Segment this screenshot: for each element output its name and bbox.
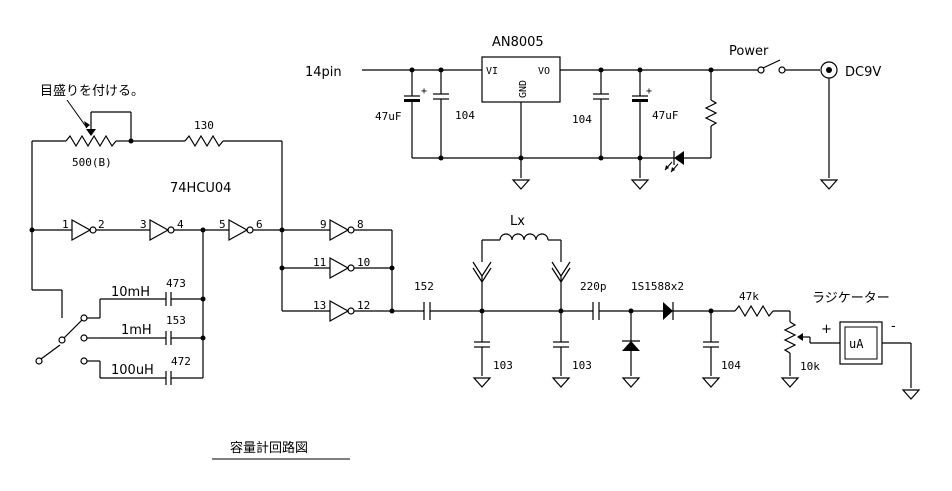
detector-section: 152 Lx 103	[414, 214, 921, 400]
svg-text:3: 3	[140, 218, 147, 231]
cap-152: 152	[414, 280, 434, 320]
svg-text:13: 13	[313, 299, 326, 312]
svg-text:1mH: 1mH	[121, 323, 152, 338]
dc-jack-label: DC9V	[845, 65, 881, 80]
meter-unit-label: uA	[849, 337, 864, 351]
resistor-47k-label: 47k	[739, 290, 759, 303]
dc-jack: DC9V	[819, 61, 881, 190]
svg-text:153: 153	[166, 314, 186, 327]
ic-label: 74HCU04	[170, 181, 231, 196]
cap-104-output: 104	[572, 70, 609, 158]
cap-47uf-input: + 47uF	[375, 70, 427, 158]
svg-text:1: 1	[62, 218, 69, 231]
power-led	[664, 151, 711, 173]
svg-text:4: 4	[177, 218, 184, 231]
svg-text:472: 472	[171, 355, 191, 368]
svg-text:9: 9	[320, 218, 327, 231]
cap-47uf-out-label: 47uF	[652, 109, 679, 122]
range-100uh: 100uH 472	[99, 355, 203, 385]
inverter-1: 1 2	[62, 218, 105, 242]
svg-text:473: 473	[166, 277, 186, 290]
power-switch-label: Power	[729, 44, 769, 59]
svg-text:8: 8	[357, 218, 364, 231]
svg-text:+: +	[421, 86, 427, 97]
cap-152-label: 152	[414, 280, 434, 293]
svg-text:+: +	[646, 86, 652, 97]
cap-47uf-output: + 47uF	[630, 70, 679, 190]
power-section: 14pin + 47uF 104 AN8005 VI VO GND	[305, 35, 881, 190]
meter-minus-label: -	[891, 319, 896, 334]
svg-text:10mH: 10mH	[111, 285, 150, 300]
cap-104-in-label: 104	[455, 109, 475, 122]
vr-10k: 10k	[780, 311, 840, 388]
input-pin-label: 14pin	[305, 65, 342, 80]
inductor-lx: Lx	[472, 214, 571, 311]
inductor-label: Lx	[510, 214, 525, 229]
range-switch	[32, 289, 100, 365]
led-resistor	[704, 70, 718, 158]
inverter-5: 11 10	[313, 256, 370, 280]
svg-text:6: 6	[256, 218, 263, 231]
diode-series: 1S1588x2	[631, 280, 684, 320]
scale-note: 目盛りを付ける。	[40, 84, 144, 99]
range-10mh: 10mH 473	[99, 277, 206, 318]
vr-10k-label: 10k	[800, 360, 820, 373]
svg-text:11: 11	[313, 256, 326, 269]
inverter-2: 3 4	[140, 218, 184, 242]
svg-text:12: 12	[357, 299, 370, 312]
svg-text:100uH: 100uH	[111, 363, 154, 378]
ground-symbol	[901, 389, 921, 400]
diodes-label: 1S1588x2	[631, 280, 684, 293]
oscillator-section: 目盛りを付ける。 500(B) 130 74HCU04	[29, 84, 424, 385]
cap-220p: 220p	[580, 280, 607, 320]
ground-symbol	[819, 179, 839, 190]
inverter-3: 5 6	[219, 218, 263, 242]
range-1mh: 1mH 153	[100, 314, 206, 345]
vr-500b: 500(B)	[32, 111, 134, 169]
cap-104-filter: 104	[701, 311, 741, 388]
svg-text:5: 5	[219, 218, 226, 231]
meter-title: ラジケーター	[812, 291, 890, 306]
resistor-47k: 47k	[734, 290, 790, 318]
reg-vo-label: VO	[538, 66, 550, 77]
meter: ラジケーター + - uA	[812, 291, 921, 400]
regulator-label: AN8005	[492, 35, 544, 50]
cap-103-a: 103	[472, 311, 513, 388]
resistor-130: 130	[131, 119, 282, 148]
cap-104-input: 104	[433, 70, 475, 158]
resistor-130-label: 130	[194, 119, 214, 132]
meter-plus-label: +	[821, 322, 832, 337]
diode-shunt	[621, 311, 641, 388]
cap-103-b: 103	[551, 311, 592, 388]
power-switch: Power	[729, 44, 820, 74]
ground-symbol	[630, 179, 650, 190]
cap-220p-label: 220p	[580, 280, 607, 293]
vr-500b-label: 500(B)	[72, 156, 112, 169]
ground-symbol	[511, 179, 531, 190]
svg-text:10: 10	[357, 256, 370, 269]
svg-text:2: 2	[98, 218, 105, 231]
cap-104-out-label: 104	[572, 113, 592, 126]
inverter-4: 9 8	[320, 218, 364, 242]
diagram-title: 容量計回路図	[212, 440, 350, 460]
cap-104-filter-label: 104	[721, 359, 741, 372]
reg-vi-label: VI	[486, 66, 498, 77]
cap-103-a-label: 103	[493, 359, 513, 372]
cap-103-b-label: 103	[572, 359, 592, 372]
cap-47uf-in-label: 47uF	[375, 110, 402, 123]
reg-gnd-label: GND	[518, 80, 529, 98]
title-text: 容量計回路図	[230, 440, 308, 456]
inverter-6: 13 12	[313, 299, 370, 323]
regulator-an8005: AN8005 VI VO GND	[481, 35, 561, 190]
